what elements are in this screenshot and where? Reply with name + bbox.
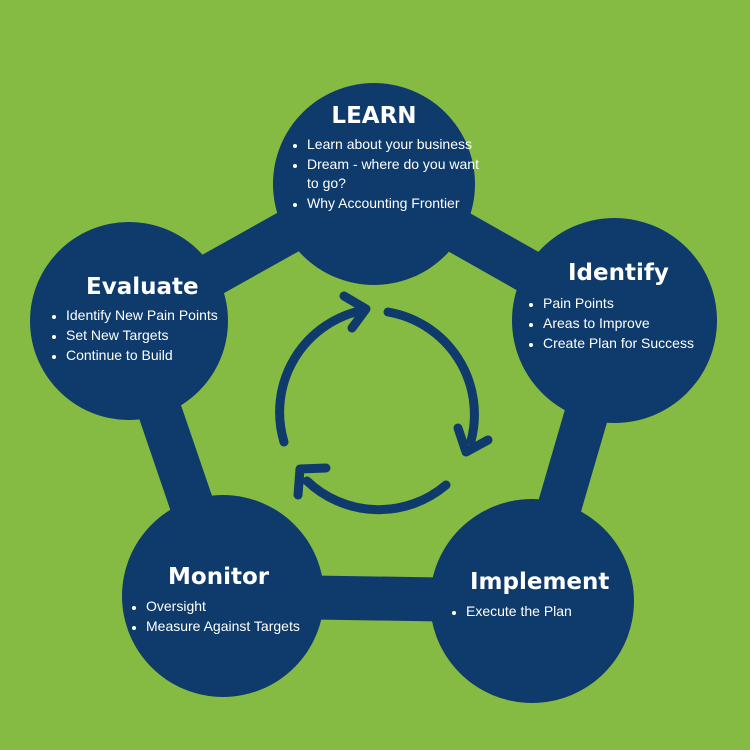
list-item: Set New Targets [66,326,246,345]
list-item: Execute the Plan [466,602,646,621]
list-item: Dream - where do you want to go? [307,155,482,193]
node-learn: LEARN Learn about your business Dream - … [273,83,479,285]
list-item: Continue to Build [66,346,246,365]
node-monitor: Monitor Oversight Measure Against Target… [122,495,324,697]
cycle-arc-3 [275,305,369,447]
node-title: Implement [470,569,610,595]
cycle-arc-1 [383,307,479,446]
node-item-list: Oversight Measure Against Targets [127,597,341,637]
node-evaluate: Evaluate Identify New Pain Points Set Ne… [30,222,228,420]
cycle-arrowhead-3 [293,463,331,500]
cycle-arrowhead-2 [453,423,493,457]
node-item-list: Execute the Plan [447,602,646,622]
cycle-arc-2 [302,476,451,515]
node-identify: Identify Pain Points Areas to Improve Cr… [512,218,717,423]
node-item-list: Identify New Pain Points Set New Targets… [47,306,246,366]
node-implement: Implement Execute the Plan [430,499,634,703]
node-item-list: Learn about your business Dream - where … [288,135,482,214]
list-item: Measure Against Targets [146,617,341,636]
node-item-list: Pain Points Areas to Improve Create Plan… [524,294,733,354]
list-item: Areas to Improve [543,314,733,333]
cycle-arrowhead-1 [339,291,371,333]
list-item: Oversight [146,597,341,616]
node-title: Evaluate [86,274,199,300]
node-title: Monitor [168,564,270,590]
list-item: Why Accounting Frontier [307,194,482,213]
node-title: Identify [568,260,669,286]
list-item: Learn about your business [307,135,482,154]
circular-arrows-cycle-icon [275,291,493,515]
node-title: LEARN [331,103,417,129]
list-item: Create Plan for Success [543,334,733,353]
list-item: Pain Points [543,294,733,313]
list-item: Identify New Pain Points [66,306,246,325]
